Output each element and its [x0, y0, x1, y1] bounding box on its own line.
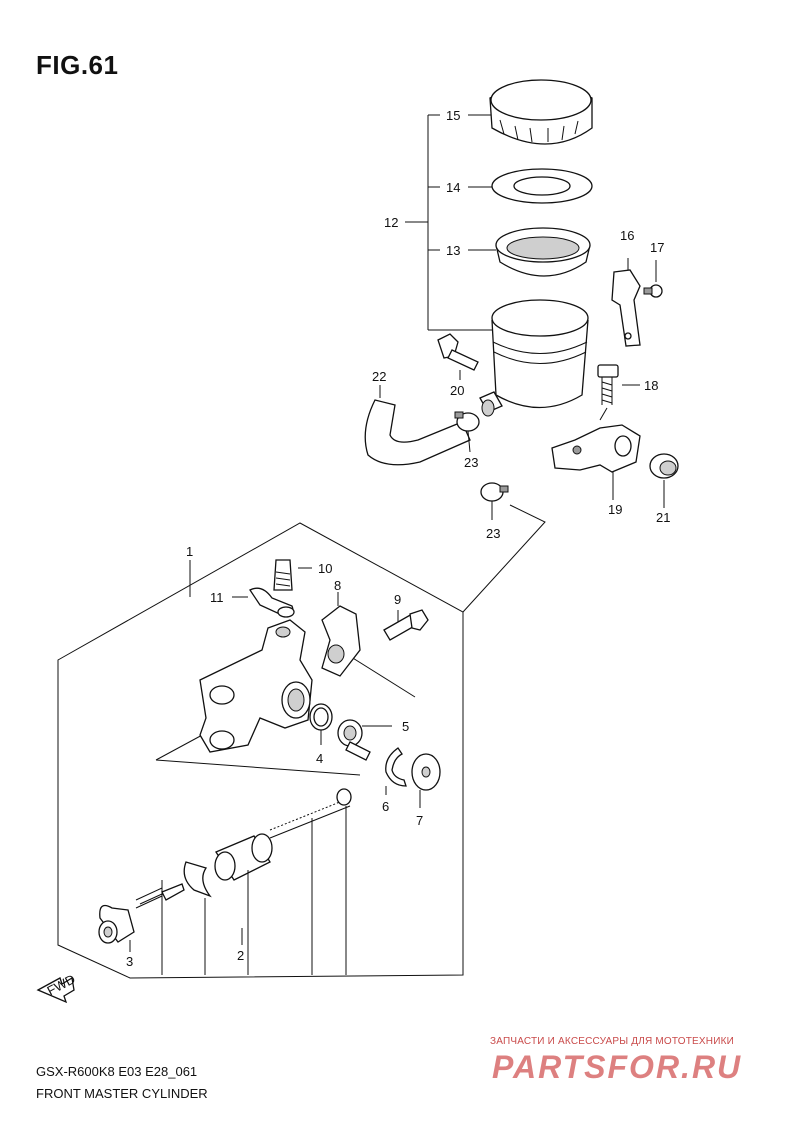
piston-set-part — [135, 788, 352, 975]
bleeder-valve-part — [273, 559, 312, 591]
callout-14: 14 — [446, 180, 460, 195]
hose-clamp-upper-part — [454, 411, 480, 453]
callout-15: 15 — [446, 108, 460, 123]
master-cylinder-body-part — [199, 619, 313, 753]
bolt-20-part — [437, 333, 479, 380]
o-ring-4-part — [309, 703, 333, 745]
callout-2: 2 — [237, 948, 244, 963]
diagram-subtitle: FRONT MASTER CYLINDER — [36, 1086, 208, 1101]
diaphragm-part — [495, 227, 591, 277]
callout-11: 11 — [210, 590, 224, 605]
bolt-17-part — [643, 260, 663, 298]
model-code: GSX-R600K8 E03 E28_061 — [36, 1064, 198, 1079]
bleeder-cap-part — [232, 587, 295, 618]
callout-3: 3 — [126, 954, 133, 969]
watermark-tagline: ЗАПЧАСТИ И АКСЕССУАРЫ ДЛЯ МОТОТЕХНИКИ — [490, 1036, 735, 1047]
reservoir-cap-part — [489, 79, 593, 145]
diaphragm-plate-part — [491, 168, 593, 204]
callout-6: 6 — [382, 799, 389, 814]
callout-9: 9 — [394, 592, 401, 607]
callout-19: 19 — [608, 502, 622, 517]
connector-5-part — [337, 719, 392, 761]
callout-17: 17 — [650, 240, 664, 255]
callout-7: 7 — [416, 813, 423, 828]
reservoir-group-bracket — [405, 114, 496, 331]
callout-23-lower: 23 — [486, 526, 500, 541]
callout-16: 16 — [620, 228, 634, 243]
master-cylinder-group-outline — [57, 504, 546, 979]
callout-22: 22 — [372, 369, 386, 384]
callout-18: 18 — [644, 378, 658, 393]
callout-12: 12 — [384, 215, 398, 230]
grommet-21-part — [649, 453, 679, 508]
hose-clamp-lower-part — [480, 482, 509, 520]
reservoir-hose-part — [364, 385, 471, 466]
holder-8-part — [321, 592, 361, 677]
bolt-18-part — [597, 364, 640, 421]
reservoir-body-part — [479, 299, 589, 417]
forward-arrow-icon: FWD — [36, 971, 78, 1004]
washer-7-part — [411, 753, 441, 808]
dust-boot-part — [98, 904, 135, 952]
circlip-6-part — [385, 747, 407, 795]
bracket-19-part — [551, 424, 641, 500]
callout-4: 4 — [316, 751, 323, 766]
figure-title: FIG.61 — [36, 50, 119, 80]
callout-20: 20 — [450, 383, 464, 398]
callout-13: 13 — [446, 243, 460, 258]
callout-23-upper: 23 — [464, 455, 478, 470]
svg-text:PARTSFOR.RU: PARTSFOR.RU — [492, 1049, 742, 1085]
callout-21: 21 — [656, 510, 670, 525]
callout-5: 5 — [402, 719, 409, 734]
callout-1: 1 — [186, 544, 193, 559]
callout-10: 10 — [318, 561, 332, 576]
watermark-logo: PARTSFOR.RU — [492, 1049, 742, 1085]
bolt-9-part — [383, 609, 429, 641]
bracket-16-part — [611, 258, 641, 347]
callout-8: 8 — [334, 578, 341, 593]
